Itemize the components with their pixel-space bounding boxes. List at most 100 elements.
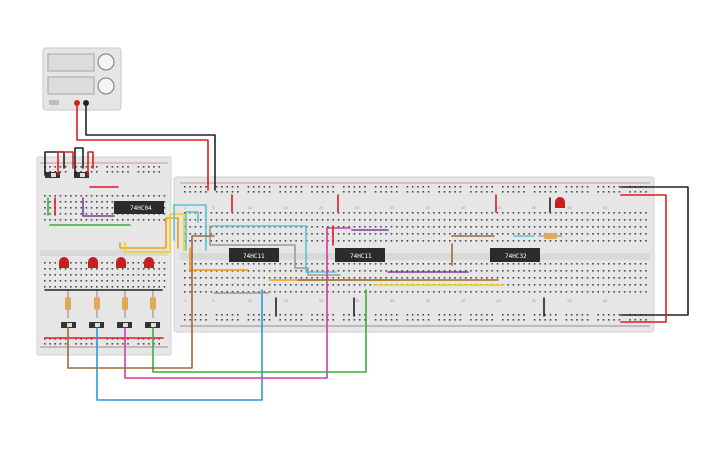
breadboard-hole[interactable] — [417, 270, 419, 272]
breadboard-hole[interactable] — [274, 270, 276, 272]
breadboard-hole[interactable] — [555, 284, 557, 286]
breadboard-hole[interactable] — [258, 291, 260, 293]
breadboard-hole[interactable] — [629, 233, 631, 235]
breadboard-hole[interactable] — [80, 207, 82, 209]
breadboard-hole[interactable] — [348, 226, 350, 228]
breadboard-hole[interactable] — [148, 274, 150, 276]
breadboard-hole[interactable] — [90, 274, 93, 276]
breadboard-hole[interactable] — [106, 219, 108, 221]
breadboard-hole[interactable] — [111, 343, 114, 345]
breadboard-hole[interactable] — [49, 268, 51, 270]
breadboard-hole[interactable] — [427, 240, 430, 242]
breadboard-hole[interactable] — [205, 191, 207, 193]
breadboard-hole[interactable] — [459, 291, 462, 293]
breadboard-hole[interactable] — [586, 263, 589, 265]
breadboard-hole[interactable] — [623, 212, 626, 214]
breadboard-hole[interactable] — [290, 233, 292, 235]
breadboard-hole[interactable] — [417, 219, 419, 221]
breadboard-hole[interactable] — [608, 263, 610, 265]
breadboard-hole[interactable] — [184, 284, 186, 286]
breadboard-hole[interactable] — [549, 240, 552, 242]
breadboard-hole[interactable] — [153, 268, 155, 270]
breadboard-hole[interactable] — [148, 343, 150, 345]
breadboard-hole[interactable] — [438, 240, 440, 242]
breadboard-hole[interactable] — [353, 270, 356, 272]
breadboard-hole[interactable] — [608, 319, 610, 321]
breadboard-hole[interactable] — [517, 186, 520, 188]
breadboard-hole[interactable] — [90, 213, 93, 215]
breadboard-hole[interactable] — [321, 219, 324, 221]
breadboard-hole[interactable] — [263, 186, 266, 188]
breadboard-hole[interactable] — [258, 186, 260, 188]
breadboard-hole[interactable] — [337, 219, 340, 221]
breadboard-hole[interactable] — [433, 226, 435, 228]
breadboard-hole[interactable] — [127, 171, 129, 173]
breadboard-hole[interactable] — [449, 191, 451, 193]
breadboard-hole[interactable] — [544, 219, 546, 221]
breadboard-hole[interactable] — [629, 226, 631, 228]
breadboard-hole[interactable] — [602, 219, 605, 221]
breadboard-hole[interactable] — [396, 291, 398, 293]
breadboard-hole[interactable] — [90, 286, 93, 288]
breadboard-hole[interactable] — [163, 274, 166, 276]
breadboard-hole[interactable] — [142, 343, 145, 345]
breadboard-hole[interactable] — [480, 191, 483, 193]
breadboard-hole[interactable] — [592, 291, 594, 293]
breadboard-hole[interactable] — [464, 263, 467, 265]
breadboard-hole[interactable] — [158, 262, 160, 264]
breadboard-hole[interactable] — [470, 277, 472, 279]
breadboard-hole[interactable] — [49, 207, 51, 209]
breadboard-hole[interactable] — [237, 263, 239, 265]
breadboard-hole[interactable] — [459, 226, 462, 228]
breadboard-hole[interactable] — [237, 277, 239, 279]
breadboard-hole[interactable] — [623, 284, 626, 286]
breadboard-hole[interactable] — [111, 195, 114, 197]
breadboard-hole[interactable] — [608, 270, 610, 272]
breadboard-hole[interactable] — [184, 219, 186, 221]
breadboard-hole[interactable] — [194, 240, 197, 242]
breadboard-hole[interactable] — [560, 270, 562, 272]
breadboard-hole[interactable] — [443, 191, 446, 193]
breadboard-hole[interactable] — [533, 319, 536, 321]
breadboard-hole[interactable] — [137, 195, 140, 197]
breadboard-hole[interactable] — [454, 277, 456, 279]
breadboard-hole[interactable] — [189, 186, 191, 188]
breadboard-hole[interactable] — [390, 319, 393, 321]
breadboard-hole[interactable] — [327, 284, 329, 286]
breadboard-hole[interactable] — [396, 240, 398, 242]
breadboard-hole[interactable] — [507, 284, 509, 286]
breadboard-hole[interactable] — [396, 226, 398, 228]
breadboard-hole[interactable] — [496, 291, 499, 293]
breadboard-hole[interactable] — [137, 268, 140, 270]
breadboard-hole[interactable] — [364, 212, 366, 214]
breadboard-hole[interactable] — [623, 270, 626, 272]
breadboard-hole[interactable] — [59, 171, 62, 173]
breadboard-hole[interactable] — [459, 186, 462, 188]
breadboard-hole[interactable] — [396, 270, 398, 272]
breadboard-hole[interactable] — [438, 291, 440, 293]
breadboard-hole[interactable] — [137, 166, 140, 168]
breadboard-hole[interactable] — [85, 343, 88, 345]
breadboard-hole[interactable] — [634, 263, 637, 265]
breadboard-hole[interactable] — [613, 191, 615, 193]
breadboard-hole[interactable] — [406, 233, 409, 235]
breadboard-hole[interactable] — [321, 284, 324, 286]
breadboard-hole[interactable] — [343, 240, 345, 242]
breadboard-hole[interactable] — [639, 233, 642, 235]
breadboard-hole[interactable] — [279, 186, 281, 188]
breadboard-hole[interactable] — [629, 270, 631, 272]
breadboard-hole[interactable] — [422, 270, 425, 272]
breadboard-hole[interactable] — [348, 240, 350, 242]
breadboard-hole[interactable] — [427, 314, 430, 316]
breadboard-hole[interactable] — [70, 286, 72, 288]
breadboard-hole[interactable] — [237, 284, 239, 286]
breadboard-hole[interactable] — [502, 319, 504, 321]
breadboard-hole[interactable] — [369, 277, 372, 279]
breadboard-hole[interactable] — [533, 291, 536, 293]
breadboard-hole[interactable] — [401, 263, 403, 265]
breadboard-hole[interactable] — [570, 277, 573, 279]
breadboard-hole[interactable] — [560, 263, 562, 265]
breadboard-hole[interactable] — [512, 270, 515, 272]
breadboard-hole[interactable] — [231, 191, 234, 193]
breadboard-hole[interactable] — [433, 240, 435, 242]
